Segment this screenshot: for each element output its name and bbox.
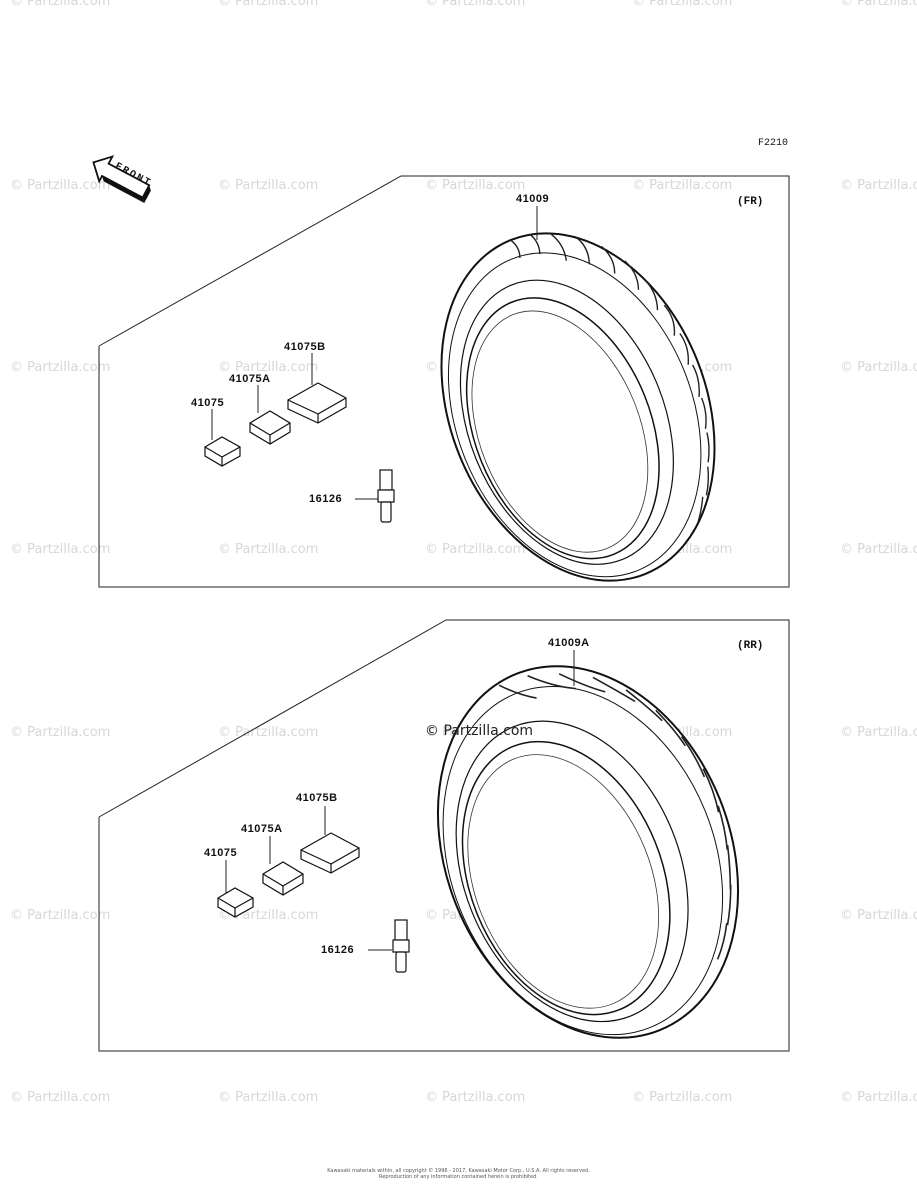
rear-position-label: (RR)	[737, 640, 764, 652]
front-position-label: (FR)	[737, 196, 764, 208]
copyright-line-2: Reproduction of any information containe…	[379, 1174, 538, 1180]
front-weight-a-part-number[interactable]: 41075A	[229, 373, 271, 385]
rear-valve-16126[interactable]	[392, 919, 410, 973]
copyright-text: Kawasaki materials within, all copyright…	[0, 1168, 917, 1180]
front-weight-41075A[interactable]	[249, 410, 291, 445]
rear-weight-a-part-number[interactable]: 41075A	[241, 823, 283, 835]
center-watermark: © Partzilla.com	[425, 723, 534, 739]
front-tire-part-number[interactable]: 41009	[516, 193, 550, 205]
front-weight-part-number[interactable]: 41075	[191, 397, 225, 409]
front-weight-41075B[interactable]	[287, 382, 347, 424]
figure-code: F2210	[758, 138, 789, 149]
front-panel-frame	[98, 175, 790, 588]
front-tire[interactable]	[392, 192, 764, 622]
rear-weight-41075B[interactable]	[300, 832, 360, 874]
front-weight-b-part-number[interactable]: 41075B	[284, 341, 326, 353]
copyright-line-1: Kawasaki materials within, all copyright…	[327, 1168, 590, 1174]
front-valve-16126[interactable]	[377, 469, 395, 523]
front-weight-41075[interactable]	[204, 436, 241, 467]
rear-weight-41075[interactable]	[217, 887, 254, 918]
rear-weight-part-number[interactable]: 41075	[204, 847, 238, 859]
rear-tire[interactable]	[384, 621, 791, 1083]
rear-valve-part-number[interactable]: 16126	[321, 944, 355, 956]
rear-weight-41075A[interactable]	[262, 861, 304, 896]
front-leader-lines	[211, 206, 538, 500]
rear-leader-lines	[225, 650, 575, 951]
rear-tire-part-number[interactable]: 41009A	[548, 637, 590, 649]
rear-weight-b-part-number[interactable]: 41075B	[296, 792, 338, 804]
front-arrow-icon	[92, 155, 151, 204]
rear-panel-frame	[98, 619, 790, 1052]
front-valve-part-number[interactable]: 16126	[309, 493, 343, 505]
